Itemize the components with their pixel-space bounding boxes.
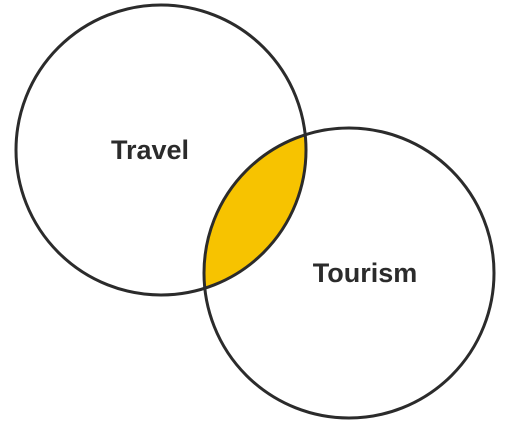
venn-circle-travel xyxy=(14,3,308,297)
venn-intersection-region xyxy=(204,128,306,295)
venn-circle-tourism xyxy=(202,126,496,420)
venn-label-tourism: Tourism xyxy=(313,258,418,288)
venn-label-travel: Travel xyxy=(111,135,189,165)
